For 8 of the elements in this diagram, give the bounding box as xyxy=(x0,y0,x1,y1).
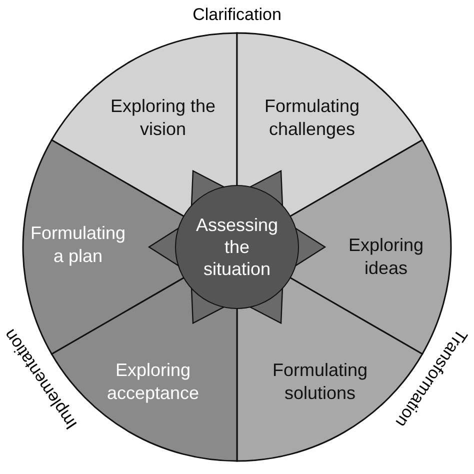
sector-label: Exploring acceptance xyxy=(99,359,207,405)
sector-label: Formulating a plan xyxy=(24,222,132,268)
phase-label: Clarification xyxy=(192,5,282,25)
sector-label: Exploring the vision xyxy=(109,95,217,141)
sector-label: Formulating challenges xyxy=(258,95,366,141)
sector-label: Formulating solutions xyxy=(266,359,374,405)
sector-label: Exploring ideas xyxy=(332,234,440,280)
center-label: Assessing the situation xyxy=(194,214,280,280)
